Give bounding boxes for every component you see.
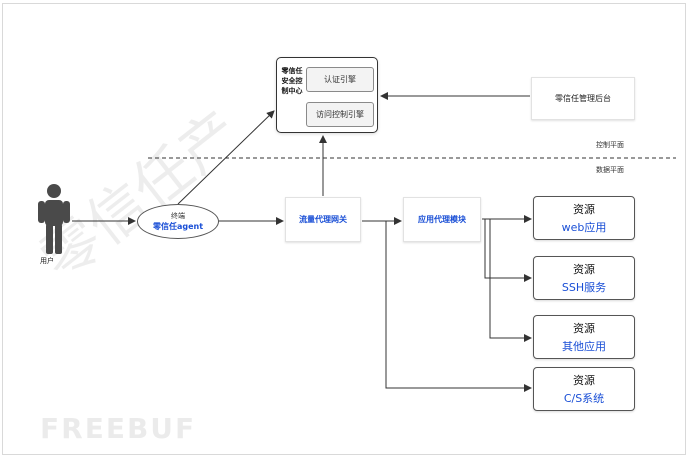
arrow-agent-center (177, 110, 275, 205)
access-control-engine: 访问控制引擎 (306, 102, 374, 127)
resource-name: 其他应用 (562, 340, 606, 353)
resource-title: 资源 (573, 203, 595, 216)
watermark-logo: FREEBUF (40, 412, 196, 445)
traffic-proxy-gateway-label: 流量代理网关 (299, 215, 347, 224)
resource-title: 资源 (573, 263, 595, 276)
resource-title: 资源 (573, 322, 595, 335)
resource-web: 资源 web应用 (533, 196, 635, 240)
resource-cs: 资源 C/S系统 (533, 367, 635, 411)
management-backend-label: 零信任管理后台 (555, 94, 611, 103)
resource-name: SSH服务 (561, 281, 607, 294)
arrow-proxy-other (489, 219, 532, 342)
terminal-agent: 终端 零信任agent (137, 204, 219, 239)
resource-title: 资源 (573, 374, 595, 387)
data-plane-label: 数据平面 (596, 166, 624, 174)
resource-name: web应用 (561, 221, 607, 234)
resource-name: C/S系统 (563, 392, 605, 405)
auth-engine: 认证引擎 (306, 67, 374, 92)
control-plane-label: 控制平面 (596, 141, 624, 149)
app-proxy-module-label: 应用代理模块 (418, 215, 466, 224)
arrow-gateway-cs (385, 221, 532, 392)
arrow-proxy-ssh (484, 219, 532, 282)
diagram-frame (2, 3, 686, 455)
control-center-title: 零信任安全控制中心 (281, 67, 303, 95)
agent-name-label: 零信任agent (152, 222, 204, 231)
resource-ssh: 资源 SSH服务 (533, 256, 635, 300)
traffic-proxy-gateway: 流量代理网关 (285, 197, 361, 242)
control-center: 零信任安全控制中心 认证引擎 访问控制引擎 (276, 57, 378, 133)
user-icon (38, 184, 70, 254)
user-label: 用户 (40, 257, 54, 265)
watermark-logo-text: FREEBUF (40, 412, 197, 445)
management-backend: 零信任管理后台 (531, 77, 635, 120)
resource-other: 资源 其他应用 (533, 315, 635, 359)
agent-terminal-label: 终端 (171, 212, 185, 220)
app-proxy-module: 应用代理模块 (403, 197, 481, 242)
